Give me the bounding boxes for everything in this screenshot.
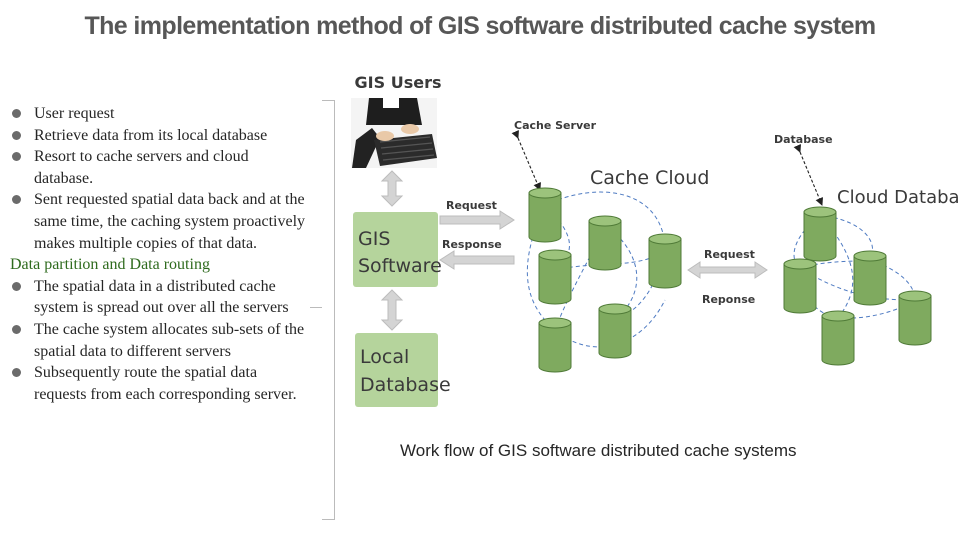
bullet-item: The cache system allocates sub-sets of t… [10,319,310,362]
bullet-text: Sent requested spatial data back and at … [34,191,306,252]
cache-server-cylinder [528,187,562,243]
bullet-dot-icon [12,152,21,162]
gis-users-label: GIS Users [355,73,442,92]
cache-server-cylinder [588,215,622,271]
cache-server-pointer [511,129,541,191]
bullet-dot-icon [12,368,21,378]
users-software-arrow [380,170,404,207]
bullet-text: Retrieve data from its local database [34,126,268,144]
cloud-database-cylinder [853,250,887,306]
bullet-dot-icon [12,195,21,205]
bullet-dot-icon [12,324,21,334]
bullet-item: User request [10,103,310,125]
local-database-label-line1: Local [360,346,409,368]
cache-server-cylinder [648,233,682,289]
cloud-database-cylinder [821,310,855,366]
cache-server-group [528,187,682,373]
cache-server-cylinder [538,249,572,305]
cloud-database-group [783,206,932,366]
response-arrow-left [439,250,515,270]
bullet-text: Data partition and Data routing [10,256,210,274]
bullet-text: The spatial data in a distributed cache … [34,277,289,317]
cloud-database-cylinder [783,258,817,314]
bullet-item: Resort to cache servers and cloud databa… [10,146,310,189]
cloud-database-cylinder [803,206,837,262]
cache-server-cylinder [598,303,632,359]
local-database-box [355,333,438,407]
bullet-text: Subsequently route the spatial data requ… [34,364,297,403]
request-right-label: Request [704,248,755,261]
bracket-divider-tick [310,307,322,308]
bullet-item: Retrieve data from its local database [10,125,310,147]
cache-cloud-label: Cache Cloud [590,167,709,189]
bullet-dot-icon [12,109,21,118]
cloud-database-cylinder [898,290,932,346]
bullet-item: Sent requested spatial data back and at … [10,189,310,254]
request-arrow-left [439,210,515,230]
slide-title: The implementation method of GIS softwar… [84,12,876,40]
gis-software-box [353,212,438,287]
cache-server-label: Cache Server [514,119,597,132]
bullet-text: User request [34,105,115,122]
bracket-divider [322,100,335,520]
section-heading: Data partition and Data routing [10,254,310,276]
bullet-dot-icon [12,130,21,140]
bullet-text: Resort to cache servers and cloud databa… [34,148,249,187]
cache-server-cylinder [538,317,572,373]
database-pointer [793,144,824,206]
cloud-exchange-arrow [687,261,768,279]
cloud-database-label: Cloud Database [837,187,960,208]
database-label: Database [774,133,833,146]
software-localdb-arrow [380,289,404,331]
response-right-label: Reponse [702,293,755,306]
bullet-dot-icon [12,281,21,291]
request-left-label: Request [446,199,497,212]
diagram-caption: Work flow of GIS software distributed ca… [400,441,797,460]
bullet-item: Subsequently route the spatial data requ… [10,362,310,405]
response-left-label: Response [442,238,502,251]
bullet-text: The cache system allocates sub-sets of t… [34,320,305,360]
local-database-label-line2: Database [360,374,451,396]
user-keyboard-icon [351,98,437,168]
gis-software-label-line1: GIS [358,228,390,250]
bullet-item: The spatial data in a distributed cache … [10,276,310,319]
gis-software-label-line2: Software [358,255,442,277]
